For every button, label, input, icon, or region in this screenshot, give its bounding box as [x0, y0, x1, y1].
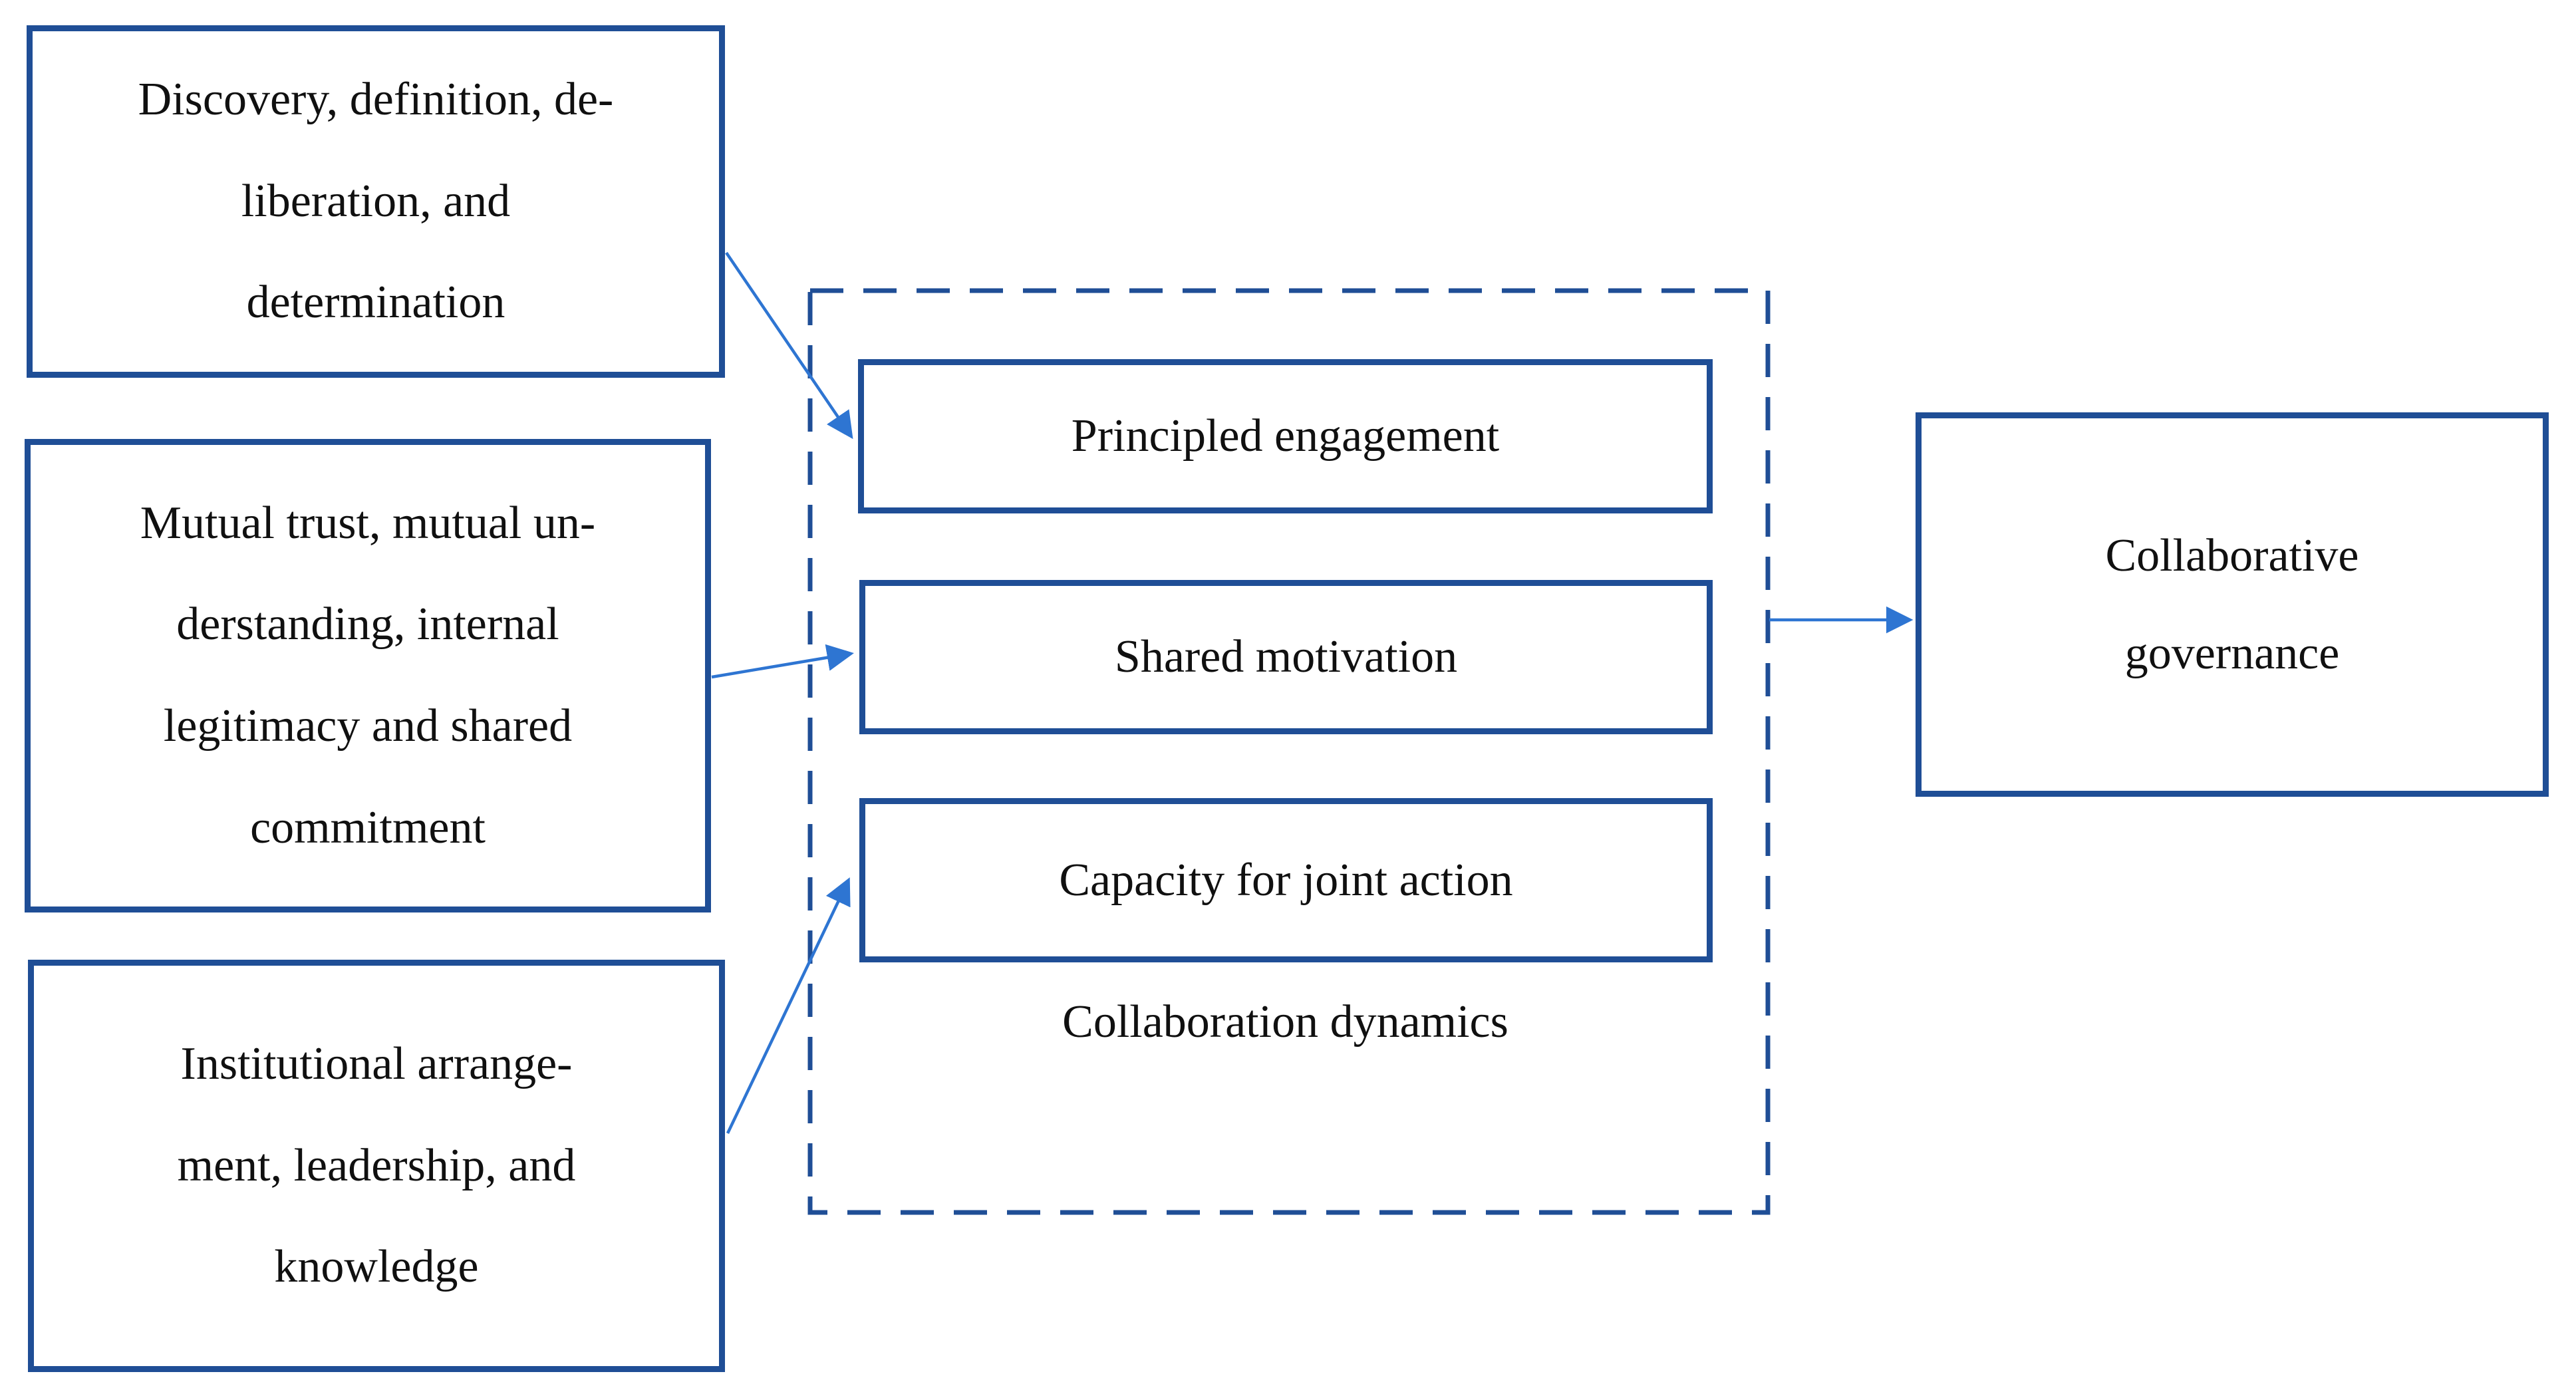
arrow-institutional-to-capacity	[726, 877, 851, 1134]
box-text-line: liberation, and	[241, 175, 511, 227]
box-text-line: Institutional arrange-	[180, 1038, 573, 1090]
box-text-line: governance	[2124, 628, 2340, 679]
arrow-mutual-trust-to-shared-motivation	[711, 644, 854, 679]
box-text-line: Mutual trust, mutual un-	[140, 497, 596, 549]
dynamics-box-capacity-joint-action: Capacity for joint action	[859, 798, 1713, 962]
antecedent-box-discovery: Discovery, definition, de- liberation, a…	[27, 25, 725, 378]
box-text-line: derstanding, internal	[176, 599, 559, 650]
box-text-line: Collaborative	[2105, 530, 2359, 581]
box-text-line: determination	[246, 277, 505, 329]
box-text-line: Discovery, definition, de-	[138, 74, 614, 126]
box-text-line: commitment	[250, 801, 486, 853]
dynamics-box-shared-motivation: Shared motivation	[859, 580, 1713, 734]
collaboration-dynamics-group-label: Collaboration dynamics	[1062, 996, 1508, 1048]
arrow-discovery-to-principled-engagement	[725, 251, 853, 440]
box-text-line: ment, leadership, and	[177, 1139, 576, 1191]
antecedent-box-mutual-trust: Mutual trust, mutual un- derstanding, in…	[25, 439, 711, 912]
box-text-line: Shared motivation	[1114, 631, 1458, 682]
box-text-line: Principled engagement	[1071, 410, 1500, 462]
box-text-line: legitimacy and shared	[163, 700, 573, 752]
outcome-box-collaborative-governance: Collaborative governance	[1916, 412, 2549, 797]
dynamics-box-principled-engagement: Principled engagement	[858, 359, 1713, 513]
box-text-line: Capacity for joint action	[1059, 854, 1513, 906]
antecedent-box-institutional: Institutional arrange- ment, leadership,…	[28, 960, 725, 1372]
box-text-line: knowledge	[274, 1241, 479, 1293]
